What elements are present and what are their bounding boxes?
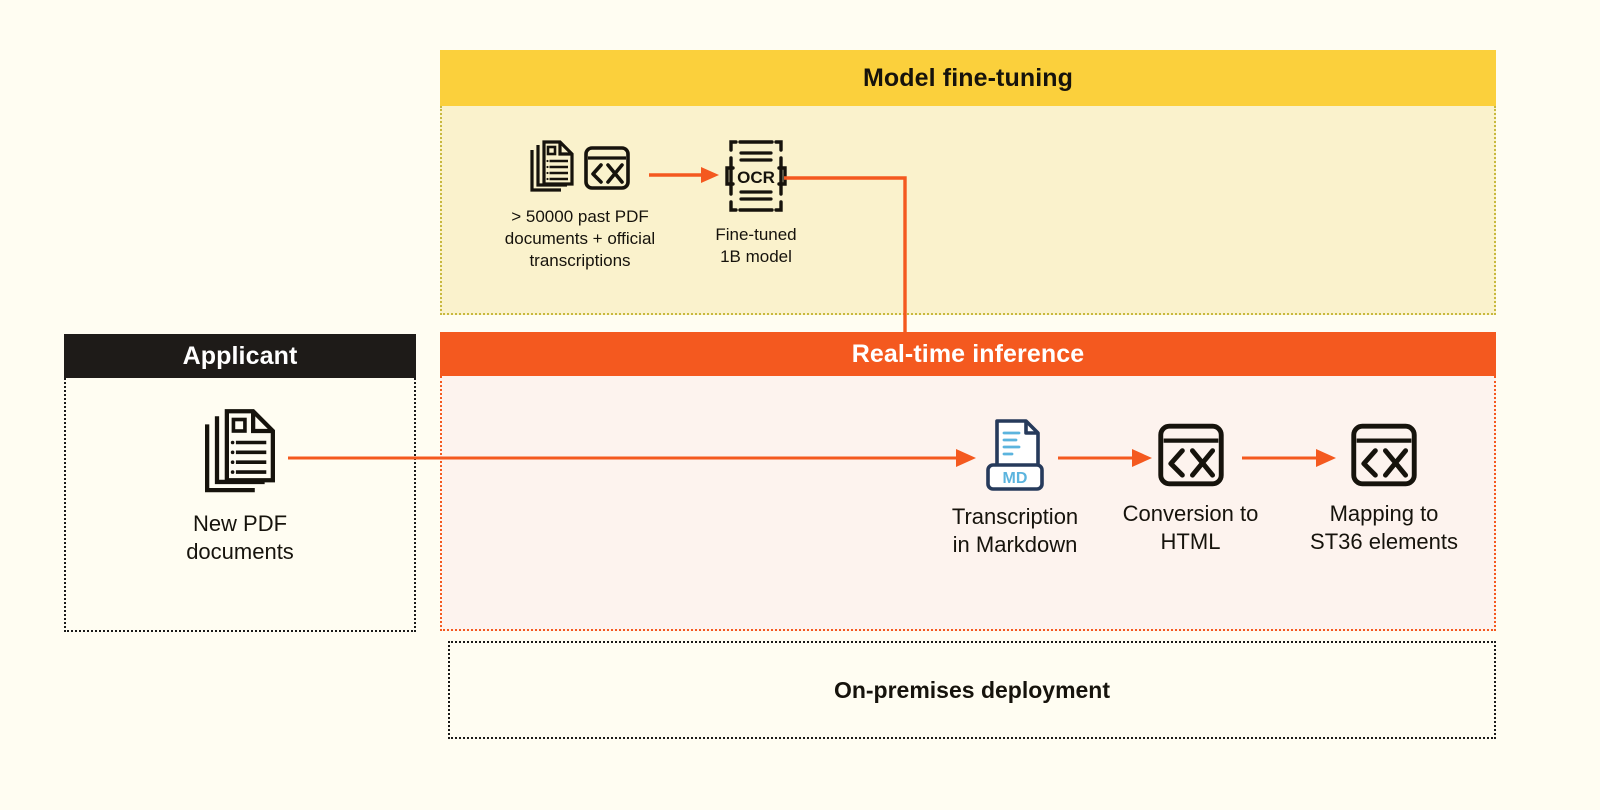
documents-stack-icon [199,408,281,500]
node-mapping: Mapping to ST36 elements [1300,420,1468,556]
node-transcription-icons: MD [982,415,1048,493]
panel-title-applicant: Applicant [182,341,298,370]
node-training-data-label: > 50000 past PDF documents + official tr… [504,207,656,270]
ocr-scan-icon: OCR [725,138,787,214]
node-new-pdf-documents: New PDF documents [160,408,320,566]
documents-stack-icon [528,140,576,196]
node-training-data-icons [528,140,632,196]
node-finetuned-model: OCR Fine-tuned 1B model [700,138,812,268]
panel-title-real-time-inference: Real-time inference [851,339,1085,368]
node-mapping-icons [1348,420,1420,490]
panel-body-real-time-inference [440,376,1496,631]
panel-header-real-time-inference: Real-time inference [440,332,1496,376]
node-conversion-icons [1155,420,1227,490]
svg-text:OCR: OCR [737,168,775,187]
connector-training-to-model [645,160,725,190]
node-training-data: > 50000 past PDF documents + official tr… [455,140,705,271]
panel-body-model-fine-tuning [440,106,1496,315]
connector-applicant-to-transcription [288,443,978,473]
code-file-icon [1348,420,1420,490]
node-new-pdf-documents-label: New PDF documents [186,511,294,565]
connector-transcription-to-conversion [1058,443,1154,473]
on-premises-deployment-label: On-premises deployment [833,676,1111,703]
node-finetuned-model-icons: OCR [725,138,787,214]
node-finetuned-model-label: Fine-tuned 1B model [715,225,797,266]
connector-conversion-to-mapping [1242,443,1338,473]
panel-title-model-fine-tuning: Model fine-tuning [863,63,1073,92]
markdown-file-icon: MD [982,415,1048,493]
code-file-icon [1155,420,1227,490]
node-mapping-label: Mapping to ST36 elements [1310,501,1458,555]
node-transcription-label: Transcription in Markdown [951,504,1079,558]
panel-header-model-fine-tuning: Model fine-tuning [440,50,1496,106]
panel-header-applicant: Applicant [64,334,416,378]
node-conversion: Conversion to HTML [1118,420,1263,556]
node-conversion-label: Conversion to HTML [1122,501,1259,555]
node-transcription: MD Transcription in Markdown [940,415,1090,559]
code-file-icon [582,144,632,192]
node-new-pdf-documents-icons [199,408,281,500]
panel-body-applicant [64,378,416,632]
svg-text:MD: MD [1003,470,1028,487]
on-premises-deployment-box: On-premises deployment [448,641,1496,739]
